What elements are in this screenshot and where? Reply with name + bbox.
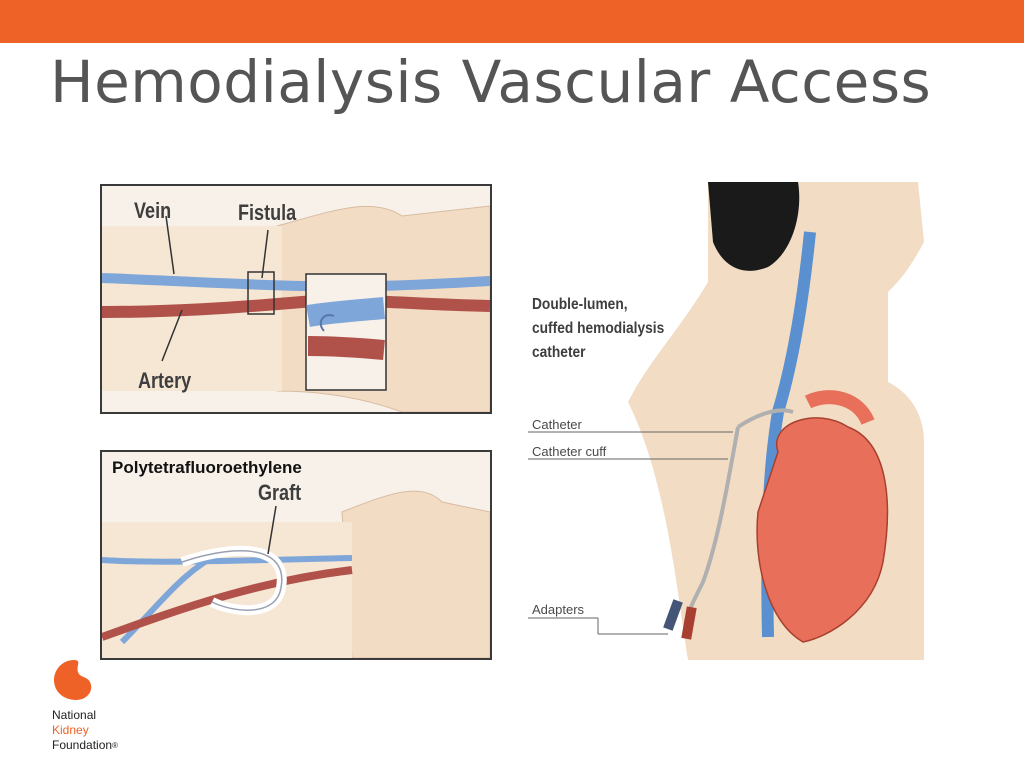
graft-label: Graft: [258, 480, 302, 505]
catheter-illustration: Double-lumen, cuffed hemodialysis cathet…: [528, 182, 924, 660]
vein-label: Vein: [134, 198, 172, 223]
flow-arrow: [319, 314, 335, 332]
catheter-drawing: [528, 182, 924, 660]
organization-logo-text: National Kidney Foundation®: [52, 708, 118, 753]
fistula-label: Fistula: [238, 200, 297, 225]
hair-shape: [708, 182, 800, 271]
fistula-marker-box: [247, 271, 275, 315]
forearm-shape: [102, 522, 352, 658]
device-label-line1: Double-lumen,: [532, 296, 628, 313]
fistula-illustration: Vein Fistula Artery: [100, 184, 492, 414]
heart-shape: [756, 417, 889, 643]
graft-illustration: Polytetrafluoroethylene Graft: [100, 450, 492, 660]
top-accent-bar: [0, 0, 1024, 43]
adapter-red: [681, 606, 697, 640]
fistula-drawing: [102, 205, 490, 412]
device-label-line2: cuffed hemodialysis: [532, 320, 665, 337]
material-label: Polytetrafluoroethylene: [112, 458, 302, 477]
logo-line-foundation: Foundation: [52, 738, 113, 752]
logo-line-national: National: [52, 708, 97, 722]
logo-line-kidney: Kidney: [52, 723, 89, 737]
cuff-label: Catheter cuff: [532, 444, 607, 459]
catheter-label: Catheter: [532, 417, 582, 432]
vein-vessel: [102, 273, 490, 292]
fistula-zoom-box: [305, 273, 387, 391]
adapters-label: Adapters: [532, 602, 585, 617]
graft-drawing: [102, 490, 490, 658]
hand-shape: [341, 490, 490, 658]
vein-vessel: [102, 555, 353, 565]
adapter-blue: [663, 599, 683, 631]
artery-vessel: [102, 294, 490, 318]
device-label-line3: catheter: [532, 344, 586, 361]
kidney-icon: [52, 658, 96, 707]
artery-label: Artery: [138, 368, 192, 393]
slide-title: Hemodialysis Vascular Access: [50, 48, 932, 116]
registered-mark: ®: [112, 741, 118, 750]
